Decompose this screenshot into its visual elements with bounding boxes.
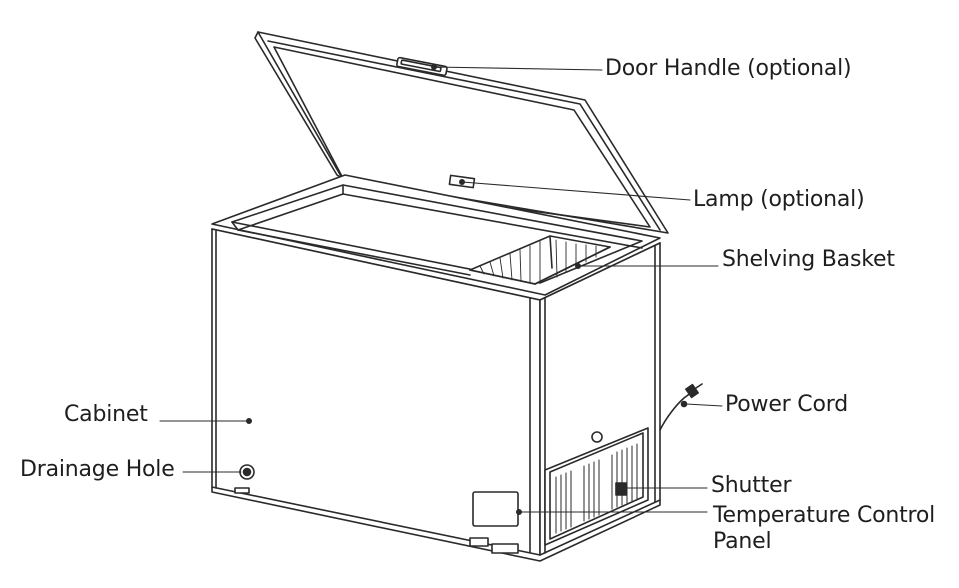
shutter-grille — [544, 427, 649, 546]
label-power-cord: Power Cord — [725, 392, 848, 417]
shelving-basket — [469, 235, 611, 285]
lid — [254, 31, 669, 234]
label-door-handle: Door Handle (optional) — [605, 56, 852, 81]
label-temperature-control-panel-line1: Temperature Control — [713, 503, 936, 528]
label-lamp: Lamp (optional) — [693, 187, 865, 212]
label-drainage-hole: Drainage Hole — [20, 457, 175, 482]
label-shutter: Shutter — [711, 473, 792, 498]
label-shelving-basket: Shelving Basket — [722, 247, 895, 272]
leader-dots — [244, 64, 625, 515]
power-cord — [659, 383, 703, 431]
label-cabinet: Cabinet — [64, 402, 148, 427]
door-handle — [396, 56, 448, 77]
label-temperature-control-panel-line2: Panel — [713, 529, 772, 554]
leader-lines — [159, 66, 723, 513]
temperature-control-panel — [472, 491, 519, 527]
